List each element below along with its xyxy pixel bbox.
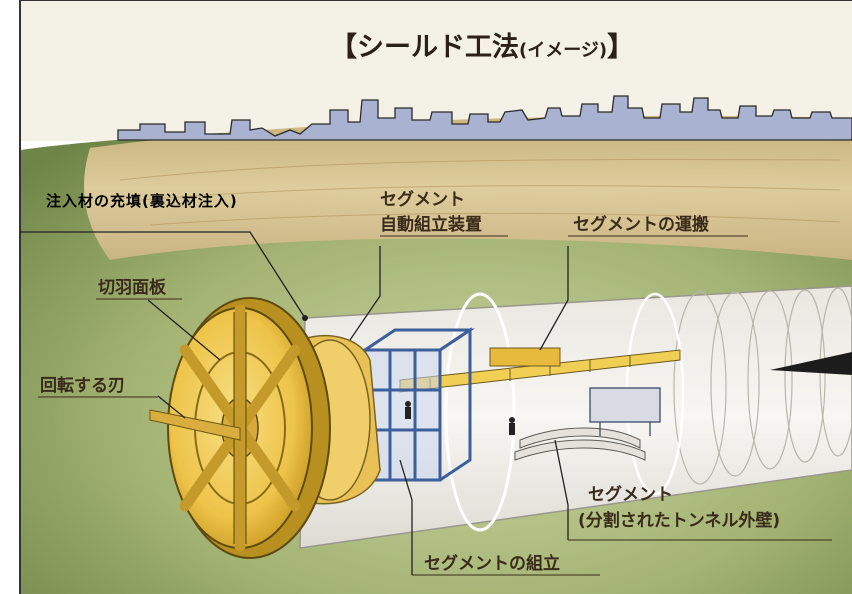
stacked-segments xyxy=(514,427,646,461)
tunnel-segment-rings xyxy=(444,287,852,532)
soil-strata-lines xyxy=(119,158,841,226)
city-skyline xyxy=(117,95,852,141)
label-segment-line1: セグメント xyxy=(588,484,673,505)
grout-pointer-dot xyxy=(302,315,308,321)
label-rotating-blade: 回転する刃 xyxy=(40,375,125,396)
leader-lines xyxy=(20,231,569,575)
label-cutter-face: 切羽面板 xyxy=(98,277,167,298)
diagram-title: 【シールド工法(イメージ)】 xyxy=(330,32,634,63)
soil-layer xyxy=(84,115,852,260)
label-segment-erector-line1: セグメント xyxy=(380,189,465,210)
label-segment-transport: セグメントの運搬 xyxy=(573,214,709,235)
segment-transport-cart xyxy=(589,387,661,436)
label-segment-line2: (分割されたトンネル外壁) xyxy=(578,510,780,531)
rotating-blade-shaft xyxy=(149,409,241,441)
label-segment-erector-line2: 自動組立装置 xyxy=(380,214,482,235)
label-segment-assembly: セグメントの組立 xyxy=(424,553,560,574)
label-grout-injection: 注入材の充填(裏込材注入) xyxy=(46,192,238,210)
workers xyxy=(405,401,515,435)
tunnel-far-opening xyxy=(770,352,852,375)
